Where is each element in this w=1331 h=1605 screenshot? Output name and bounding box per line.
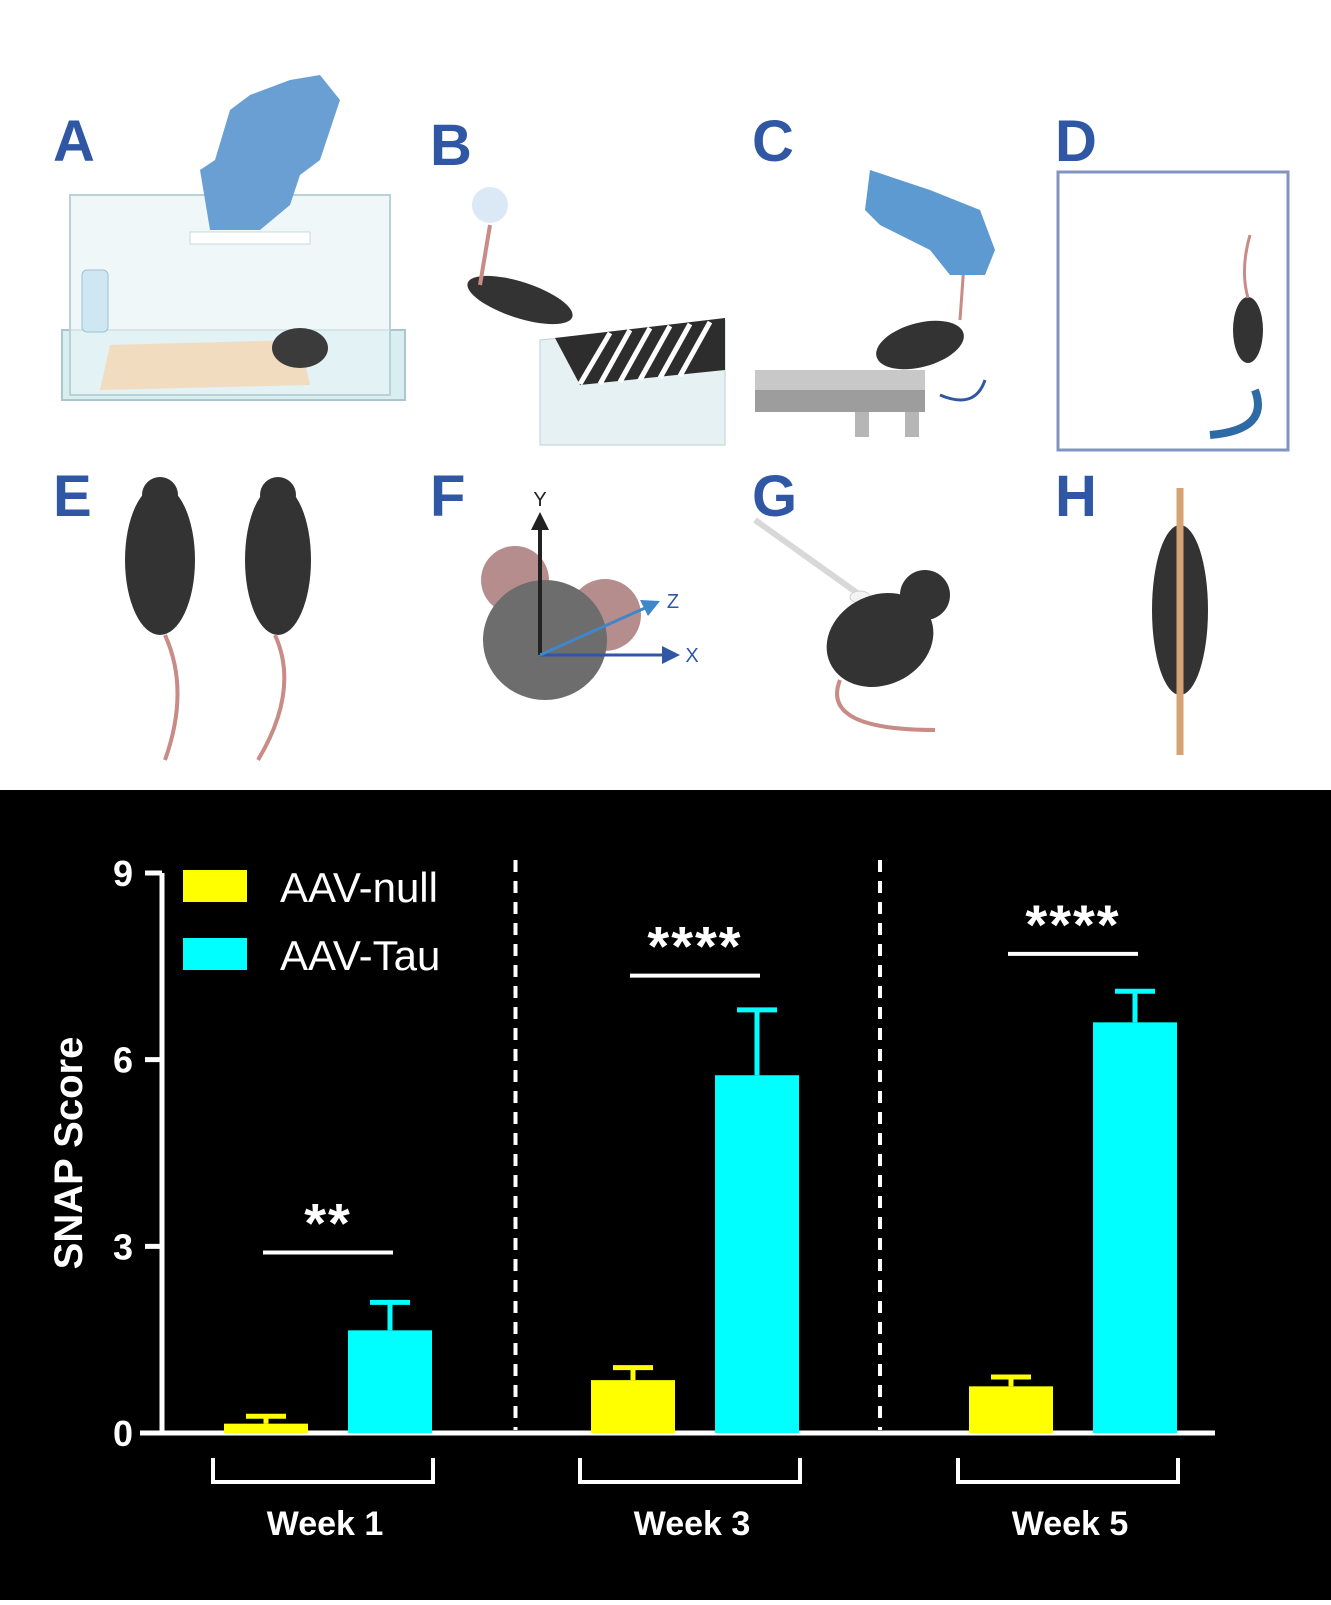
panel-f-head-axes-illustration: Y Z X [481, 489, 699, 700]
panel-letter-a: A [53, 109, 95, 174]
bar-aav-null-week-1 [224, 1423, 308, 1433]
category-bracket [956, 1458, 1180, 1484]
bar-marks [224, 988, 1177, 1433]
significance-label: **** [647, 915, 742, 978]
legend-label-aav-tau: AAV-Tau [280, 932, 440, 979]
legend-swatch-aav-null [183, 870, 247, 902]
panel-letter-e: E [53, 464, 92, 529]
panel-d-arena-illustration [1056, 170, 1290, 452]
bar-aav-null-week-3 [591, 1380, 675, 1433]
group-separators [513, 860, 882, 1430]
y-tick-label: 6 [113, 1040, 133, 1081]
illustration-svg: Y Z X [61, 75, 1290, 762]
y-tick-label: 0 [113, 1413, 133, 1454]
bar-aav-null-week-5 [969, 1386, 1053, 1433]
panel-c-table-illustration [755, 170, 995, 437]
panel-letter-b: B [430, 113, 472, 178]
panel-h-pole-illustration [1152, 488, 1208, 755]
y-axis-ticks: 0 3 6 9 [113, 853, 162, 1454]
y-axis-title: SNAP Score [47, 1037, 91, 1270]
category-brackets: Week 1 Week 3 Week 5 [211, 1458, 1180, 1543]
bar-aav-tau-week-1 [348, 1330, 432, 1433]
axis-z-label: Z [667, 591, 679, 613]
category-bracket [578, 1458, 802, 1484]
y-tick-label: 3 [113, 1226, 133, 1267]
panel-a-cage-illustration [61, 75, 406, 401]
panel-g-swab-illustration [753, 517, 950, 732]
axis-x-label: X [685, 645, 698, 667]
bar-aav-tau-week-5 [1093, 1022, 1177, 1433]
bar-aav-tau-week-3 [715, 1075, 799, 1433]
category-bracket [211, 1458, 435, 1484]
category-label: Week 3 [634, 1505, 751, 1543]
significance-label: **** [1025, 893, 1120, 956]
y-tick-label: 9 [113, 853, 133, 894]
illustration-panels: Y Z X A B C D E F G H [0, 0, 1331, 790]
panel-letter-f: F [430, 464, 466, 529]
panel-b-grid-illustration [467, 187, 726, 446]
category-label: Week 5 [1012, 1505, 1129, 1543]
legend-label-aav-null: AAV-null [280, 864, 438, 911]
significance-label: ** [304, 1192, 352, 1255]
axis-y-label: Y [533, 489, 546, 511]
panel-e-mice-illustration [125, 477, 311, 762]
panel-letter-g: G [752, 464, 798, 529]
panel-letter-h: H [1055, 464, 1097, 529]
significance-marks: ********** [263, 893, 1138, 1255]
panel-letter-d: D [1055, 109, 1097, 174]
legend-swatch-aav-tau [183, 938, 247, 970]
panel-letter-c: C [752, 109, 794, 174]
category-label: Week 1 [267, 1505, 384, 1543]
